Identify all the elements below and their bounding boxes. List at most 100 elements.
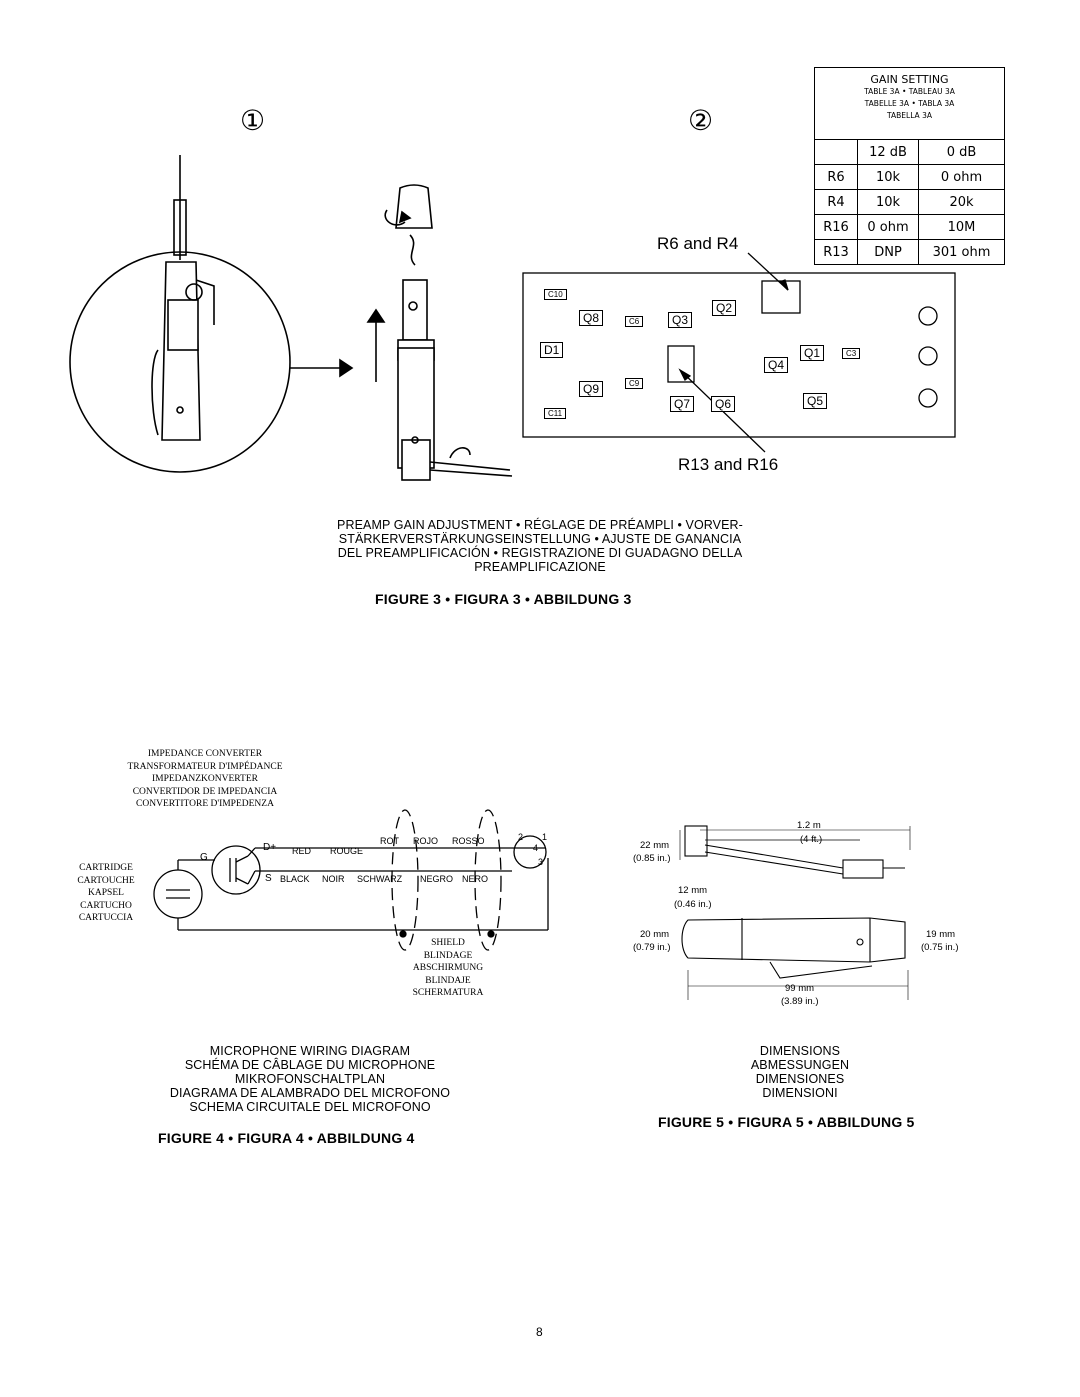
pcb-component: Q4 bbox=[764, 357, 789, 373]
label-line: SHIELD bbox=[431, 938, 465, 948]
dim-cable-dia: 12 mm bbox=[678, 885, 708, 896]
gain-table-cell: 10M bbox=[918, 214, 1005, 240]
pcb-component: C6 bbox=[625, 316, 644, 327]
pcb-component: Q3 bbox=[668, 312, 693, 328]
pcb-component: C9 bbox=[625, 378, 644, 389]
gain-table-cell: 20k bbox=[918, 189, 1005, 215]
gain-table-title: GAIN SETTING bbox=[870, 73, 949, 86]
dim-cable-length-ft: (4 ft.) bbox=[800, 834, 823, 845]
figure3-caption-line: STÄRKERVERSTÄRKUNGSEINSTELLUNG • AJUSTE … bbox=[338, 532, 742, 546]
gain-table-subtitle-2: TABELLE 3A • TABLA 3A bbox=[864, 99, 955, 108]
figure5-caption-line: DIMENSIONI bbox=[762, 1086, 838, 1100]
pin-d-label: D+ bbox=[263, 842, 277, 853]
red-wire-label-4: ROJO bbox=[413, 836, 439, 846]
dimension-drawing bbox=[679, 825, 911, 1000]
connector-pin-4: 4 bbox=[533, 843, 539, 853]
label-line: CONVERTIDOR DE IMPEDANCIA bbox=[132, 786, 278, 797]
figure4-title: FIGURE 4 • FIGURA 4 • ABBILDUNG 4 bbox=[158, 1130, 415, 1146]
label-line: CARTOUCHE bbox=[77, 875, 135, 886]
pcb-component: Q5 bbox=[803, 393, 828, 409]
pcb-label-bottom: R13 and R16 bbox=[678, 455, 779, 474]
step-1-marker: ① bbox=[240, 104, 266, 137]
black-wire-label-2: NOIR bbox=[322, 874, 345, 884]
impedance-converter-labels: IMPEDANCE CONVERTER TRANSFORMATEUR D'IMP… bbox=[100, 748, 310, 811]
red-wire-label-1: RED bbox=[292, 846, 312, 856]
pcb-component: C11 bbox=[544, 408, 567, 419]
dim-body-right: 19 mm bbox=[926, 929, 956, 940]
pcb-component: Q1 bbox=[800, 345, 825, 361]
red-wire-label-3: ROT bbox=[380, 836, 399, 846]
dim-body-left-in: (0.79 in.) bbox=[633, 942, 671, 953]
label-line: SCHERMATURA bbox=[412, 988, 484, 998]
figure4-caption-line: MIKROFONSCHALTPLAN bbox=[234, 1072, 386, 1086]
pin-g-label: G bbox=[200, 852, 208, 863]
figure3-caption-line: PREAMP GAIN ADJUSTMENT • RÉGLAGE DE PRÉA… bbox=[337, 518, 743, 532]
figure3-caption-line: DEL PREAMPLIFICACIÓN • REGISTRAZIONE DI … bbox=[337, 546, 743, 560]
gain-table-cell: R6 bbox=[814, 164, 858, 190]
gain-table-header: GAIN SETTING TABLE 3A • TABLEAU 3A TABEL… bbox=[814, 67, 1005, 140]
dim-body-right-in: (0.75 in.) bbox=[921, 942, 959, 953]
mic-open-view bbox=[366, 184, 513, 481]
gain-table-cell: R16 bbox=[814, 214, 858, 240]
gain-table-subtitle-1: TABLE 3A • TABLEAU 3A bbox=[864, 87, 955, 96]
gain-table-col bbox=[814, 139, 858, 165]
dim-body-length-in: (3.89 in.) bbox=[781, 996, 819, 1007]
dim-head-height-in: (0.85 in.) bbox=[633, 853, 671, 864]
gain-table-subtitle-3: TABELLA 3A bbox=[887, 111, 932, 120]
gain-table-cell: R13 bbox=[814, 239, 858, 265]
pcb-component: Q8 bbox=[579, 310, 604, 326]
red-wire-label-5: ROSSO bbox=[452, 836, 485, 846]
black-wire-label-4: NEGRO bbox=[420, 874, 454, 884]
figure5-caption-line: DIMENSIONES bbox=[755, 1072, 845, 1086]
dim-head-height: 22 mm bbox=[640, 840, 670, 851]
gain-table-cell: 0 ohm bbox=[918, 164, 1005, 190]
pin-s-label: S bbox=[265, 873, 272, 884]
figure4-caption-line: DIAGRAMA DE ALAMBRADO DEL MICROFONO bbox=[169, 1086, 451, 1100]
step-2-marker: ② bbox=[688, 104, 714, 137]
gain-table: 12 dB 0 dB R6 10k 0 ohm R4 10k 20k R16 0… bbox=[814, 139, 1005, 265]
figure4-caption-line: SCHEMA CIRCUITALE DEL MICROFONO bbox=[189, 1100, 431, 1114]
label-line: ABSCHIRMUNG bbox=[412, 963, 484, 973]
connector-pin-2: 2 bbox=[518, 832, 524, 842]
label-line: CARTRIDGE bbox=[79, 863, 133, 873]
dim-body-left: 20 mm bbox=[640, 929, 670, 940]
gain-table-cell: R4 bbox=[814, 189, 858, 215]
label-line: IMPEDANCE CONVERTER bbox=[147, 749, 263, 759]
pcb-label-top: R6 and R4 bbox=[657, 234, 739, 253]
dim-cable-dia-in: (0.46 in.) bbox=[674, 899, 712, 910]
mic-magnified-view bbox=[69, 155, 354, 473]
gain-table-cell: 10k bbox=[857, 164, 919, 190]
label-line: CARTUCHO bbox=[80, 900, 132, 911]
figure5-title: FIGURE 5 • FIGURA 5 • ABBILDUNG 5 bbox=[658, 1114, 915, 1130]
gain-table-col: 12 dB bbox=[857, 139, 919, 165]
shield-labels: SHIELD BLINDAGE ABSCHIRMUNG BLINDAJE SCH… bbox=[398, 937, 498, 1000]
connector-pin-3: 3 bbox=[538, 857, 544, 867]
label-line: BLINDAGE bbox=[423, 950, 473, 961]
pcb-component: Q9 bbox=[579, 381, 604, 397]
label-line: CARTUCCIA bbox=[78, 913, 134, 923]
pcb-component: Q2 bbox=[712, 300, 737, 316]
figure3-caption-line: PREAMPLIFICAZIONE bbox=[474, 560, 606, 574]
pcb-component: D1 bbox=[540, 342, 564, 358]
figure4-caption-line: MICROPHONE WIRING DIAGRAM bbox=[209, 1044, 411, 1058]
connector-pin-1: 1 bbox=[542, 832, 548, 842]
black-wire-label-5: NERO bbox=[462, 874, 489, 884]
gain-table-cell: DNP bbox=[857, 239, 919, 265]
cartridge-labels: CARTRIDGE CARTOUCHE KAPSEL CARTUCHO CART… bbox=[66, 862, 146, 925]
gain-table-cell: 0 ohm bbox=[857, 214, 919, 240]
pcb-component: C3 bbox=[842, 348, 861, 359]
dim-cable-length: 1.2 m bbox=[797, 820, 821, 831]
black-wire-label-3: SCHWARZ bbox=[357, 874, 403, 884]
label-line: CONVERTITORE D'IMPEDENZA bbox=[136, 799, 274, 809]
label-line: TRANSFORMATEUR D'IMPÉDANCE bbox=[127, 761, 283, 772]
figure3-caption: PREAMP GAIN ADJUSTMENT • RÉGLAGE DE PRÉA… bbox=[240, 518, 840, 574]
wiring-diagram bbox=[153, 809, 549, 951]
gain-table-cell: 10k bbox=[857, 189, 919, 215]
gain-table-col: 0 dB bbox=[918, 139, 1005, 165]
page-number: 8 bbox=[536, 1325, 543, 1339]
pcb-board bbox=[522, 252, 956, 453]
gain-table-cell: 301 ohm bbox=[918, 239, 1005, 265]
dim-body-length: 99 mm bbox=[785, 983, 815, 994]
figure5-caption-line: ABMESSUNGEN bbox=[750, 1058, 850, 1072]
